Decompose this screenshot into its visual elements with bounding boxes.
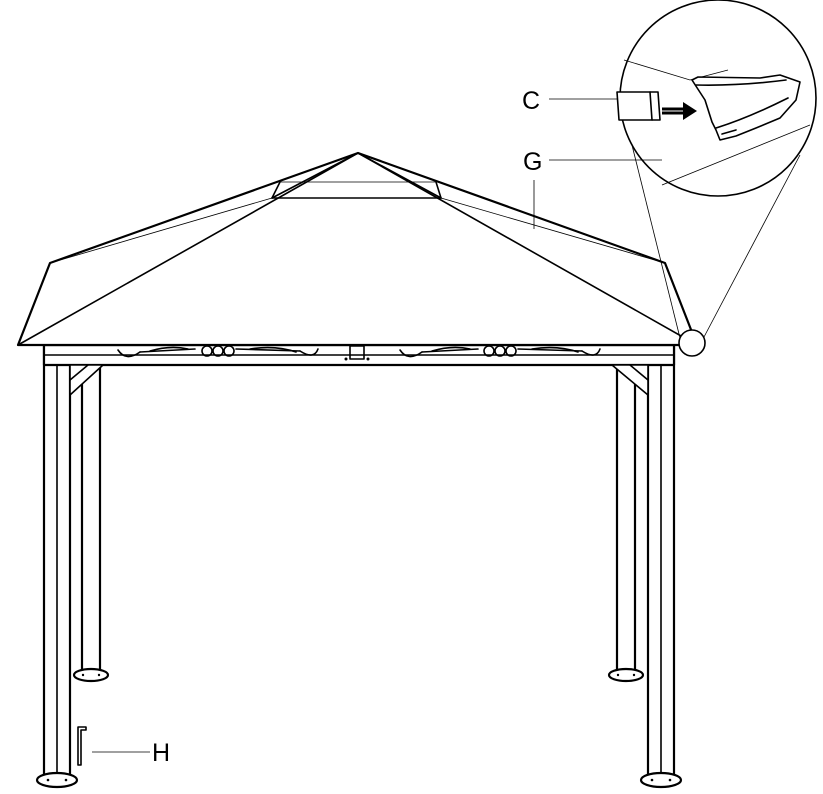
rear-right-leg [615,343,637,674]
hex-key-tool [77,726,87,766]
rear-right-foot-plate [607,667,645,683]
front-right-leg [646,343,676,778]
right-corner-brace [611,364,649,396]
rear-left-foot-plate [72,667,110,683]
top-frame-beam [42,343,676,367]
front-right-foot-plate [639,771,683,789]
left-corner-brace [69,364,104,396]
callout-label-c: C [522,87,540,115]
front-left-foot-plate [35,771,79,789]
callout-leader-lines [92,98,662,753]
canopy-roof [16,151,699,347]
callout-label-h: H [152,739,170,767]
callout-label-g: G [523,148,542,176]
front-left-leg [42,343,72,778]
rear-left-leg [80,343,102,674]
detail-magnifier [616,0,817,357]
decorative-scrollwork [117,345,601,361]
